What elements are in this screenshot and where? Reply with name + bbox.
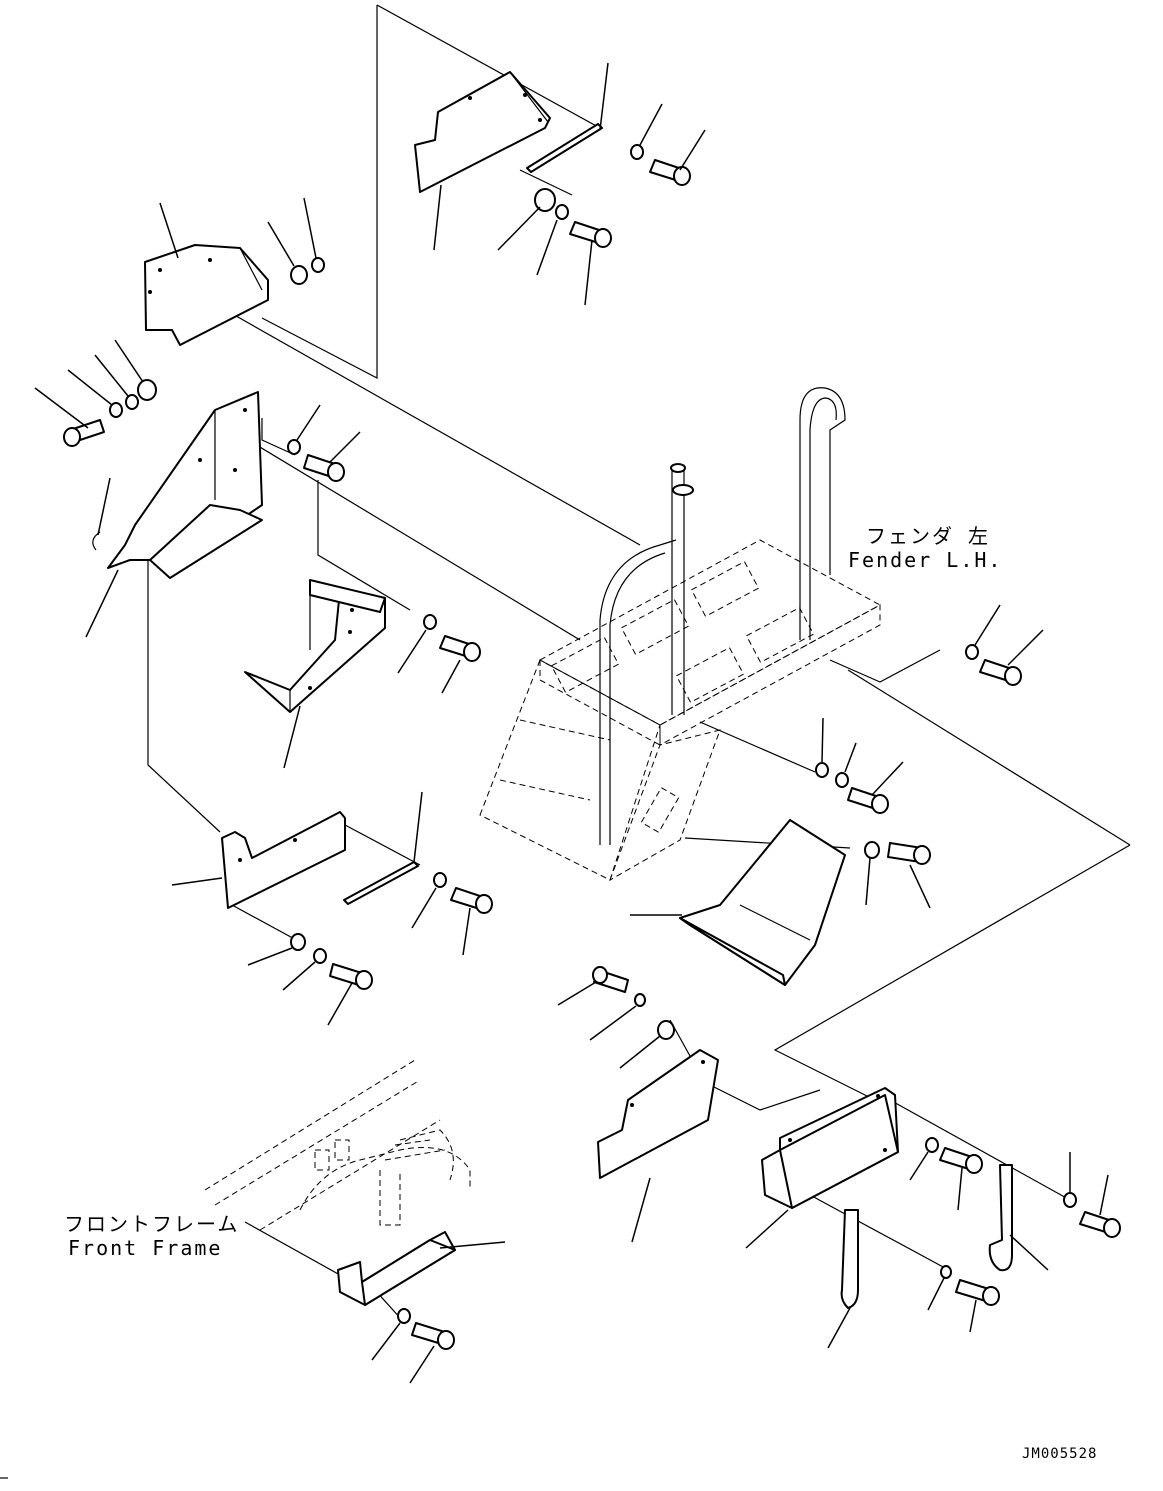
left-bolt-stack [34,339,157,447]
cover-plate-upper-left [144,197,325,346]
rear-step-cover [630,819,846,986]
side-bracket-hardware [287,404,361,482]
fender-label-jp: フェンダ 左 [866,524,991,548]
center-bottom-hardware [557,966,675,1069]
lower-left-plate [171,791,493,1026]
fender-label-en: Fender L.H. [848,548,1003,572]
front-frame-label-en: Front Frame [68,1236,223,1260]
fender-lh-assembly [479,387,882,882]
reference-lines [147,4,1131,1321]
side-bracket-left [85,391,263,638]
front-frame-label-jp: フロントフレーム [64,1212,240,1236]
lower-center-plate [597,1049,719,1243]
top-rod-hardware [497,62,706,306]
middle-bracket [244,579,481,769]
drawing-code: JM005528 [1022,1446,1098,1462]
fender-hardware-right [815,604,1044,909]
cover-plate-top [414,71,551,251]
front-frame [204,1059,471,1231]
lower-right-box-bracket [745,1087,1121,1349]
front-frame-bracket [337,1231,506,1384]
